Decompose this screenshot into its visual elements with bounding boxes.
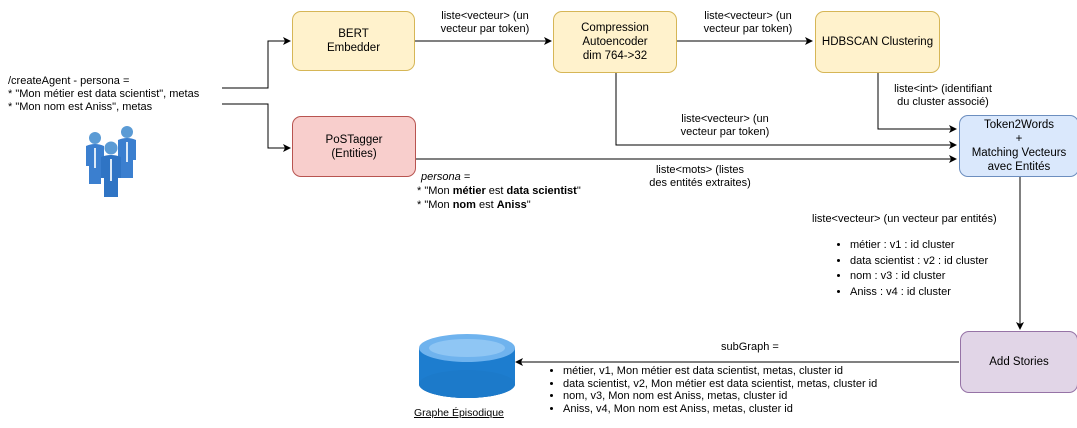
node-postagger[interactable]: PoSTagger (Entities)	[292, 116, 416, 177]
list-item: nom : v3 : id cluster	[850, 269, 988, 285]
persona-title: persona =	[421, 171, 471, 183]
input-line-3: * "Mon nom est Aniss", metas	[8, 101, 153, 113]
node-token2words[interactable]: Token2Words + Matching Vecteurs avec Ent…	[959, 115, 1077, 177]
edge-input-to-postagger	[222, 103, 291, 152]
list-item: nom, v3, Mon nom est Aniss, metas, clust…	[563, 390, 877, 403]
node-add-stories[interactable]: Add Stories	[960, 331, 1077, 393]
edge-compression-to-token2words	[615, 73, 957, 149]
edge-label-bert-compression: liste<vecteur> (un vecteur par token)	[440, 10, 530, 35]
edge-label-subgraph: subGraph =	[721, 341, 779, 353]
edge-label-compression-hdbscan: liste<vecteur> (un vecteur par token)	[703, 10, 793, 35]
users-icon	[86, 126, 136, 197]
list-item: data scientist : v2 : id cluster	[850, 254, 988, 270]
node-compression-autoencoder[interactable]: Compression Autoencoder dim 764->32	[553, 11, 677, 73]
list-item: data scientist, v2, Mon métier est data …	[563, 378, 877, 391]
list-item: Aniss : v4 : id cluster	[850, 285, 988, 301]
input-line-1: /createAgent - persona =	[8, 75, 130, 87]
entity-vector-list: métier : v1 : id cluster data scientist …	[834, 238, 988, 300]
list-item: Aniss, v4, Mon nom est Aniss, metas, clu…	[563, 403, 877, 416]
persona-line-1: * "Mon métier est data scientist"	[417, 185, 581, 197]
subgraph-list: métier, v1, Mon métier est data scientis…	[547, 365, 877, 415]
edge-input-to-bert	[222, 37, 291, 89]
database-label: Graphe Épisodique	[414, 407, 504, 419]
list-item: métier : v1 : id cluster	[850, 238, 988, 254]
node-hdbscan-clustering[interactable]: HDBSCAN Clustering	[815, 11, 940, 73]
persona-line-2: * "Mon nom est Aniss"	[417, 199, 531, 211]
node-bert-embedder[interactable]: BERT Embedder	[292, 11, 415, 71]
edge-label-compression-token2words: liste<vecteur> (un vecteur par token)	[680, 113, 770, 138]
database-icon	[419, 334, 515, 398]
list-item: métier, v1, Mon métier est data scientis…	[563, 365, 877, 378]
input-line-2: * "Mon métier est data scientist", metas	[8, 88, 200, 100]
edge-label-hdbscan-token2words: liste<int> (identifiant du cluster assoc…	[894, 83, 992, 108]
edge-hdbscan-to-token2words	[877, 73, 957, 133]
edge-label-postagger-token2words: liste<mots> (listes des entités extraite…	[649, 164, 751, 189]
edge-label-token2words-addstories: liste<vecteur> (un vecteur par entités)	[812, 213, 997, 225]
